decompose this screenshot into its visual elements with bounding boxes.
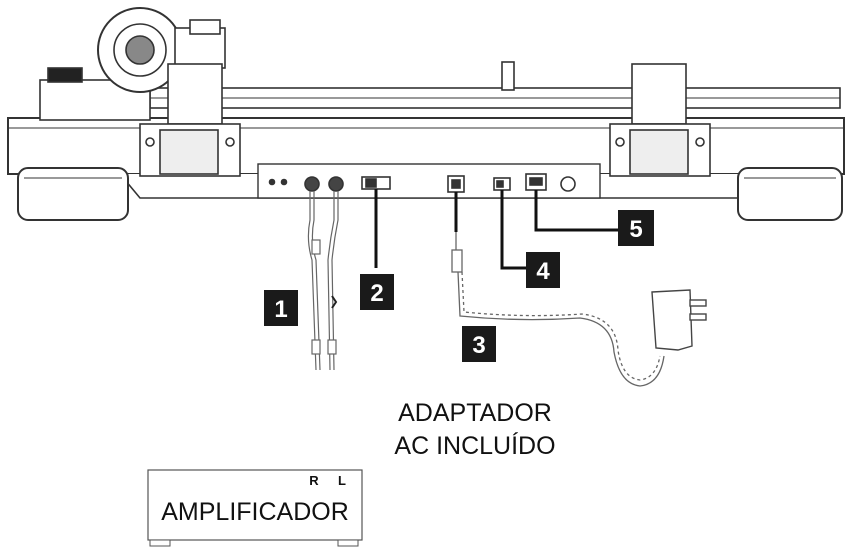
turntable (7, 7, 845, 221)
callout-1: 1 (264, 290, 298, 326)
amplifier-channel-left: L (338, 473, 346, 488)
amplifier: R L AMPLIFICADOR (147, 469, 363, 547)
callout-5-label: 5 (629, 216, 642, 243)
callout-2: 2 (360, 274, 394, 310)
leader-lines (374, 189, 618, 270)
adapter-label-line2: AC INCLUÍDO (394, 431, 555, 460)
ac-adapter-cable (451, 192, 665, 387)
callout-5: 5 (618, 210, 654, 246)
amplifier-channel-right: R (309, 473, 319, 488)
ac-adapter (651, 289, 707, 351)
leader-4 (500, 190, 530, 270)
ground-knob (560, 176, 576, 192)
callout-1-label: 1 (274, 296, 287, 323)
adapter-label-line1: ADAPTADOR (398, 399, 552, 427)
right-hinge (609, 63, 711, 177)
amplifier-box (147, 469, 363, 541)
left-hinge (139, 63, 241, 177)
callout-2-label: 2 (370, 280, 383, 307)
callout-3-label: 3 (472, 332, 485, 359)
callout-4: 4 (526, 252, 560, 288)
callout-3: 3 (462, 326, 496, 362)
left-foot (17, 167, 129, 221)
leader-5 (534, 190, 618, 232)
tonearm-assembly (39, 7, 226, 121)
rca-jack-right (328, 176, 344, 192)
spindle (501, 61, 515, 91)
right-foot (737, 167, 843, 221)
rca-jack-left (304, 176, 320, 192)
rca-audio-cables (307, 191, 339, 371)
callout-4-label: 4 (536, 258, 550, 285)
amplifier-label: AMPLIFICADOR (161, 498, 349, 526)
